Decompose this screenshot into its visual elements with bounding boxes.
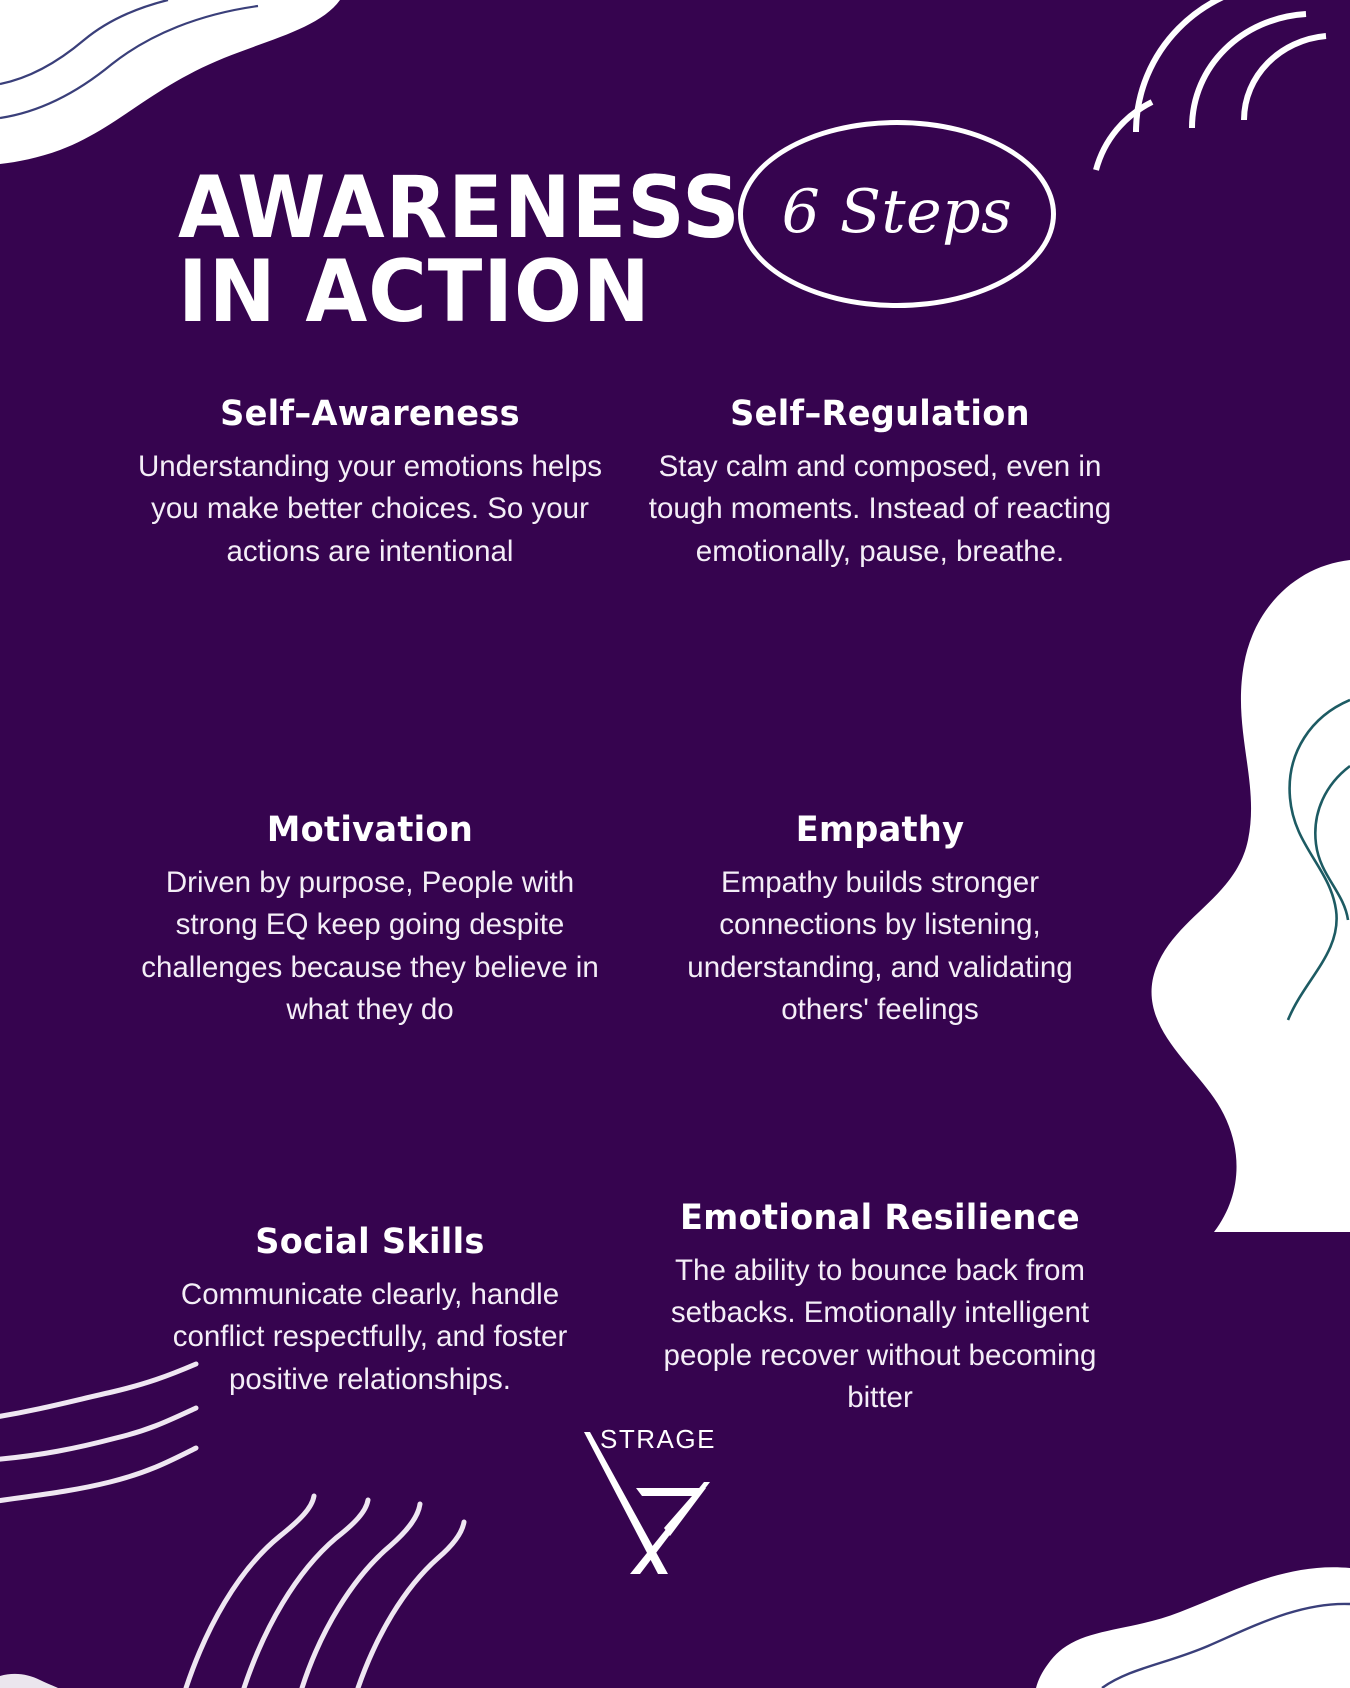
badge-label: 6 Steps	[781, 177, 1013, 247]
steps-row-1: Self–Awareness Understanding your emotio…	[0, 378, 1350, 778]
brand-wordmark: STRAGE	[600, 1424, 716, 1454]
poster-header: AWARENESS IN ACTION 6 Steps	[0, 0, 1350, 340]
page-title: AWARENESS IN ACTION	[178, 157, 741, 342]
step-title: Social Skills	[255, 1222, 485, 1262]
steps-row-2: Motivation Driven by purpose, People wit…	[0, 778, 1350, 1178]
step-title: Self–Regulation	[730, 394, 1030, 434]
steps-badge: 6 Steps	[738, 120, 1056, 308]
step-card-motivation: Motivation Driven by purpose, People wit…	[135, 810, 605, 1032]
step-title: Empathy	[795, 810, 965, 850]
step-card-self-awareness: Self–Awareness Understanding your emotio…	[135, 394, 605, 573]
step-body: Understanding your emotions helps you ma…	[137, 450, 603, 568]
step-title: Motivation	[266, 810, 474, 850]
step-card-social-skills: Social Skills Communicate clearly, handl…	[135, 1222, 605, 1401]
bottom-sweeping-curves-shape	[183, 1493, 467, 1688]
step-title: Emotional Resilience	[680, 1198, 1080, 1238]
steps-grid: Self–Awareness Understanding your emotio…	[0, 378, 1350, 1498]
step-card-emotional-resilience: Emotional Resilience The ability to boun…	[645, 1198, 1115, 1420]
bottom-right-blob-shape	[1036, 1567, 1350, 1688]
x-mark-icon	[584, 1432, 710, 1574]
step-title: Self–Awareness	[220, 394, 520, 434]
step-card-self-regulation: Self–Regulation Stay calm and composed, …	[645, 394, 1115, 573]
bottom-left-blob-shape	[0, 1673, 58, 1688]
step-body: Stay calm and composed, even in tough mo…	[648, 450, 1112, 568]
step-body: The ability to bounce back from setbacks…	[663, 1254, 1097, 1415]
steps-row-3: Social Skills Communicate clearly, handl…	[0, 1178, 1350, 1498]
step-body: Empathy builds stronger connections by l…	[687, 866, 1073, 1027]
step-body: Communicate clearly, handle conflict res…	[172, 1278, 568, 1396]
badge-ellipse-outline	[738, 120, 1056, 308]
step-body: Driven by purpose, People with strong EQ…	[141, 866, 599, 1027]
step-card-empathy: Empathy Empathy builds stronger connecti…	[645, 810, 1115, 1032]
brand-logo: STRAGE	[576, 1424, 714, 1574]
